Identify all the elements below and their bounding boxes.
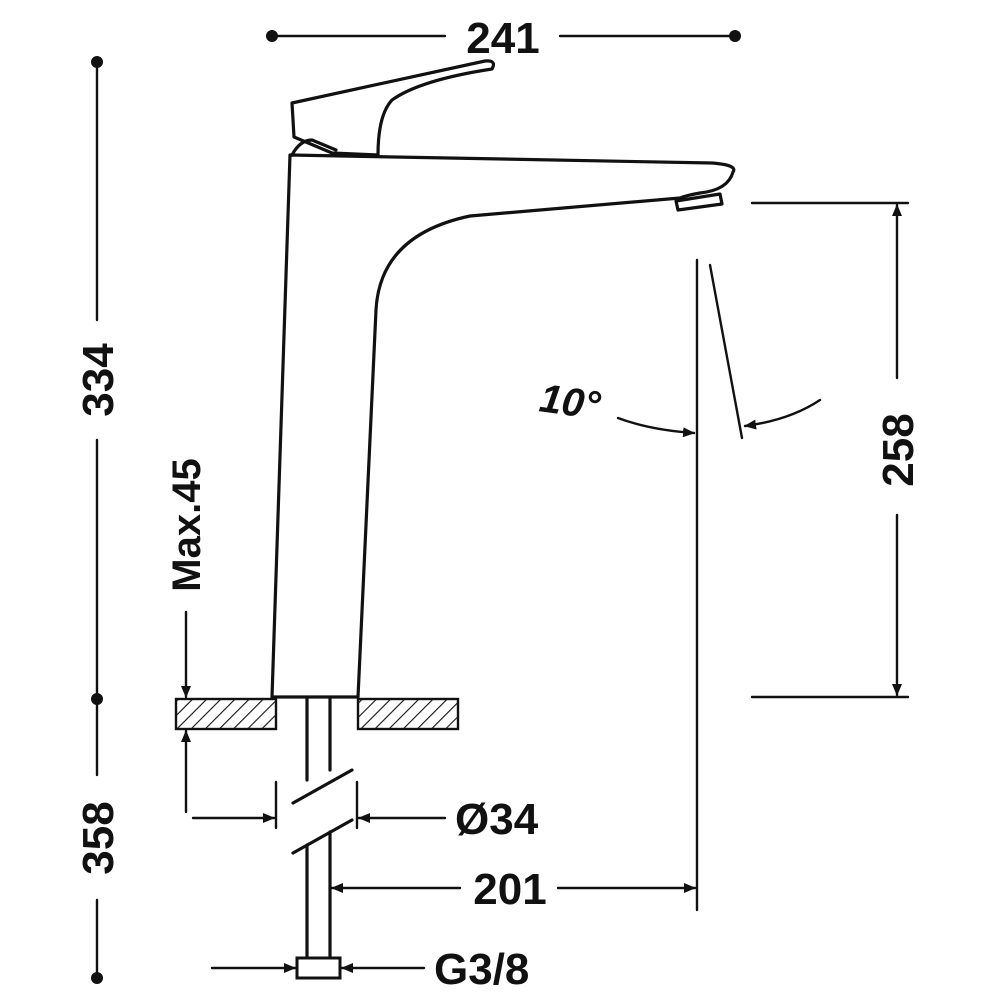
countertop-left [174,697,278,731]
countertop [174,697,460,731]
left-height-dimension: 334 358 [74,56,123,984]
spout-height-label: 258 [874,413,923,486]
thread-dimension: G3/8 [210,945,529,994]
spout-height-dimension: 258 [750,201,923,699]
aerator [674,192,724,212]
angle-label: 10° [537,376,604,428]
width-dimension: 241 [266,14,741,63]
thread-label: G3/8 [434,945,529,994]
diameter-label: Ø34 [455,795,539,844]
reach-dimension: 201 [330,258,699,914]
faucet-body [270,153,736,699]
countertop-right [356,697,460,731]
overall-height-label: 334 [74,343,123,417]
angle-dimension: 10° [537,263,822,440]
counter-thickness-label: Max.45 [165,458,209,591]
lever-base [290,138,338,157]
faucet-outline [270,59,736,699]
diameter-dimension: Ø34 [191,780,539,844]
width-label: 241 [466,14,539,63]
reach-label: 201 [473,865,546,914]
lever-handle [290,59,496,157]
supply-hose [291,697,354,980]
counter-thickness-dimension: Max.45 [165,458,209,814]
under-counter-label: 358 [74,801,123,874]
thread-connector [295,956,342,980]
